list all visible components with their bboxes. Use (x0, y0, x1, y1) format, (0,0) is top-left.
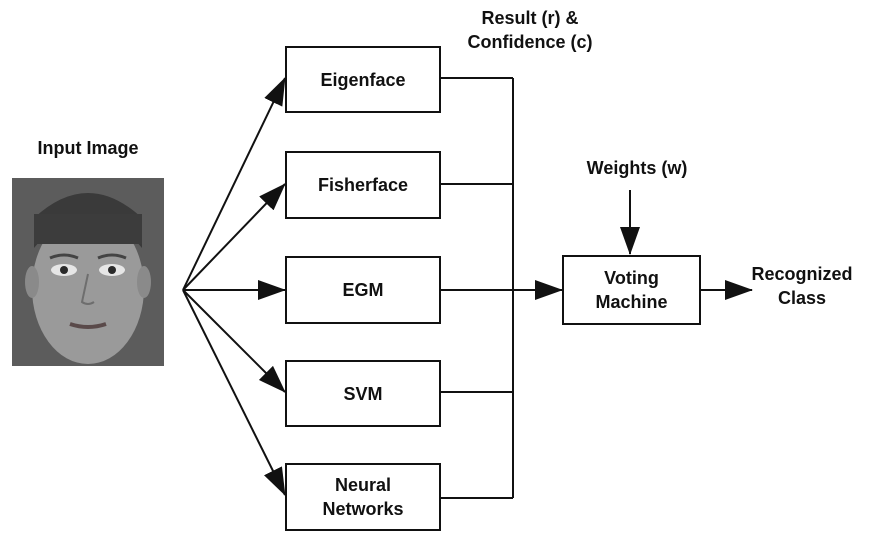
arrow-to-neural-networks (182, 289, 286, 496)
fan-out-arrows (182, 77, 286, 496)
recognized-class-label: Recognized Class (751, 264, 853, 308)
svm-box: SVM (285, 360, 441, 427)
weights-label: Weights (w) (586, 158, 688, 178)
arrow-to-eigenface (182, 77, 286, 291)
neural-networks-box: Neural Networks (285, 463, 441, 531)
eigenface-box: Eigenface (285, 46, 441, 113)
input-image-label: Input Image (37, 138, 139, 158)
result-confidence-label: Result (r) & Confidence (c) (467, 8, 593, 52)
egm-box: EGM (285, 256, 441, 324)
result-bus (441, 77, 514, 499)
input-face-image (12, 178, 164, 366)
arrow-to-fisherface (182, 183, 286, 291)
arrow-to-svm (182, 289, 286, 393)
voting-machine-box: Voting Machine (562, 255, 701, 325)
fisherface-box: Fisherface (285, 151, 441, 219)
